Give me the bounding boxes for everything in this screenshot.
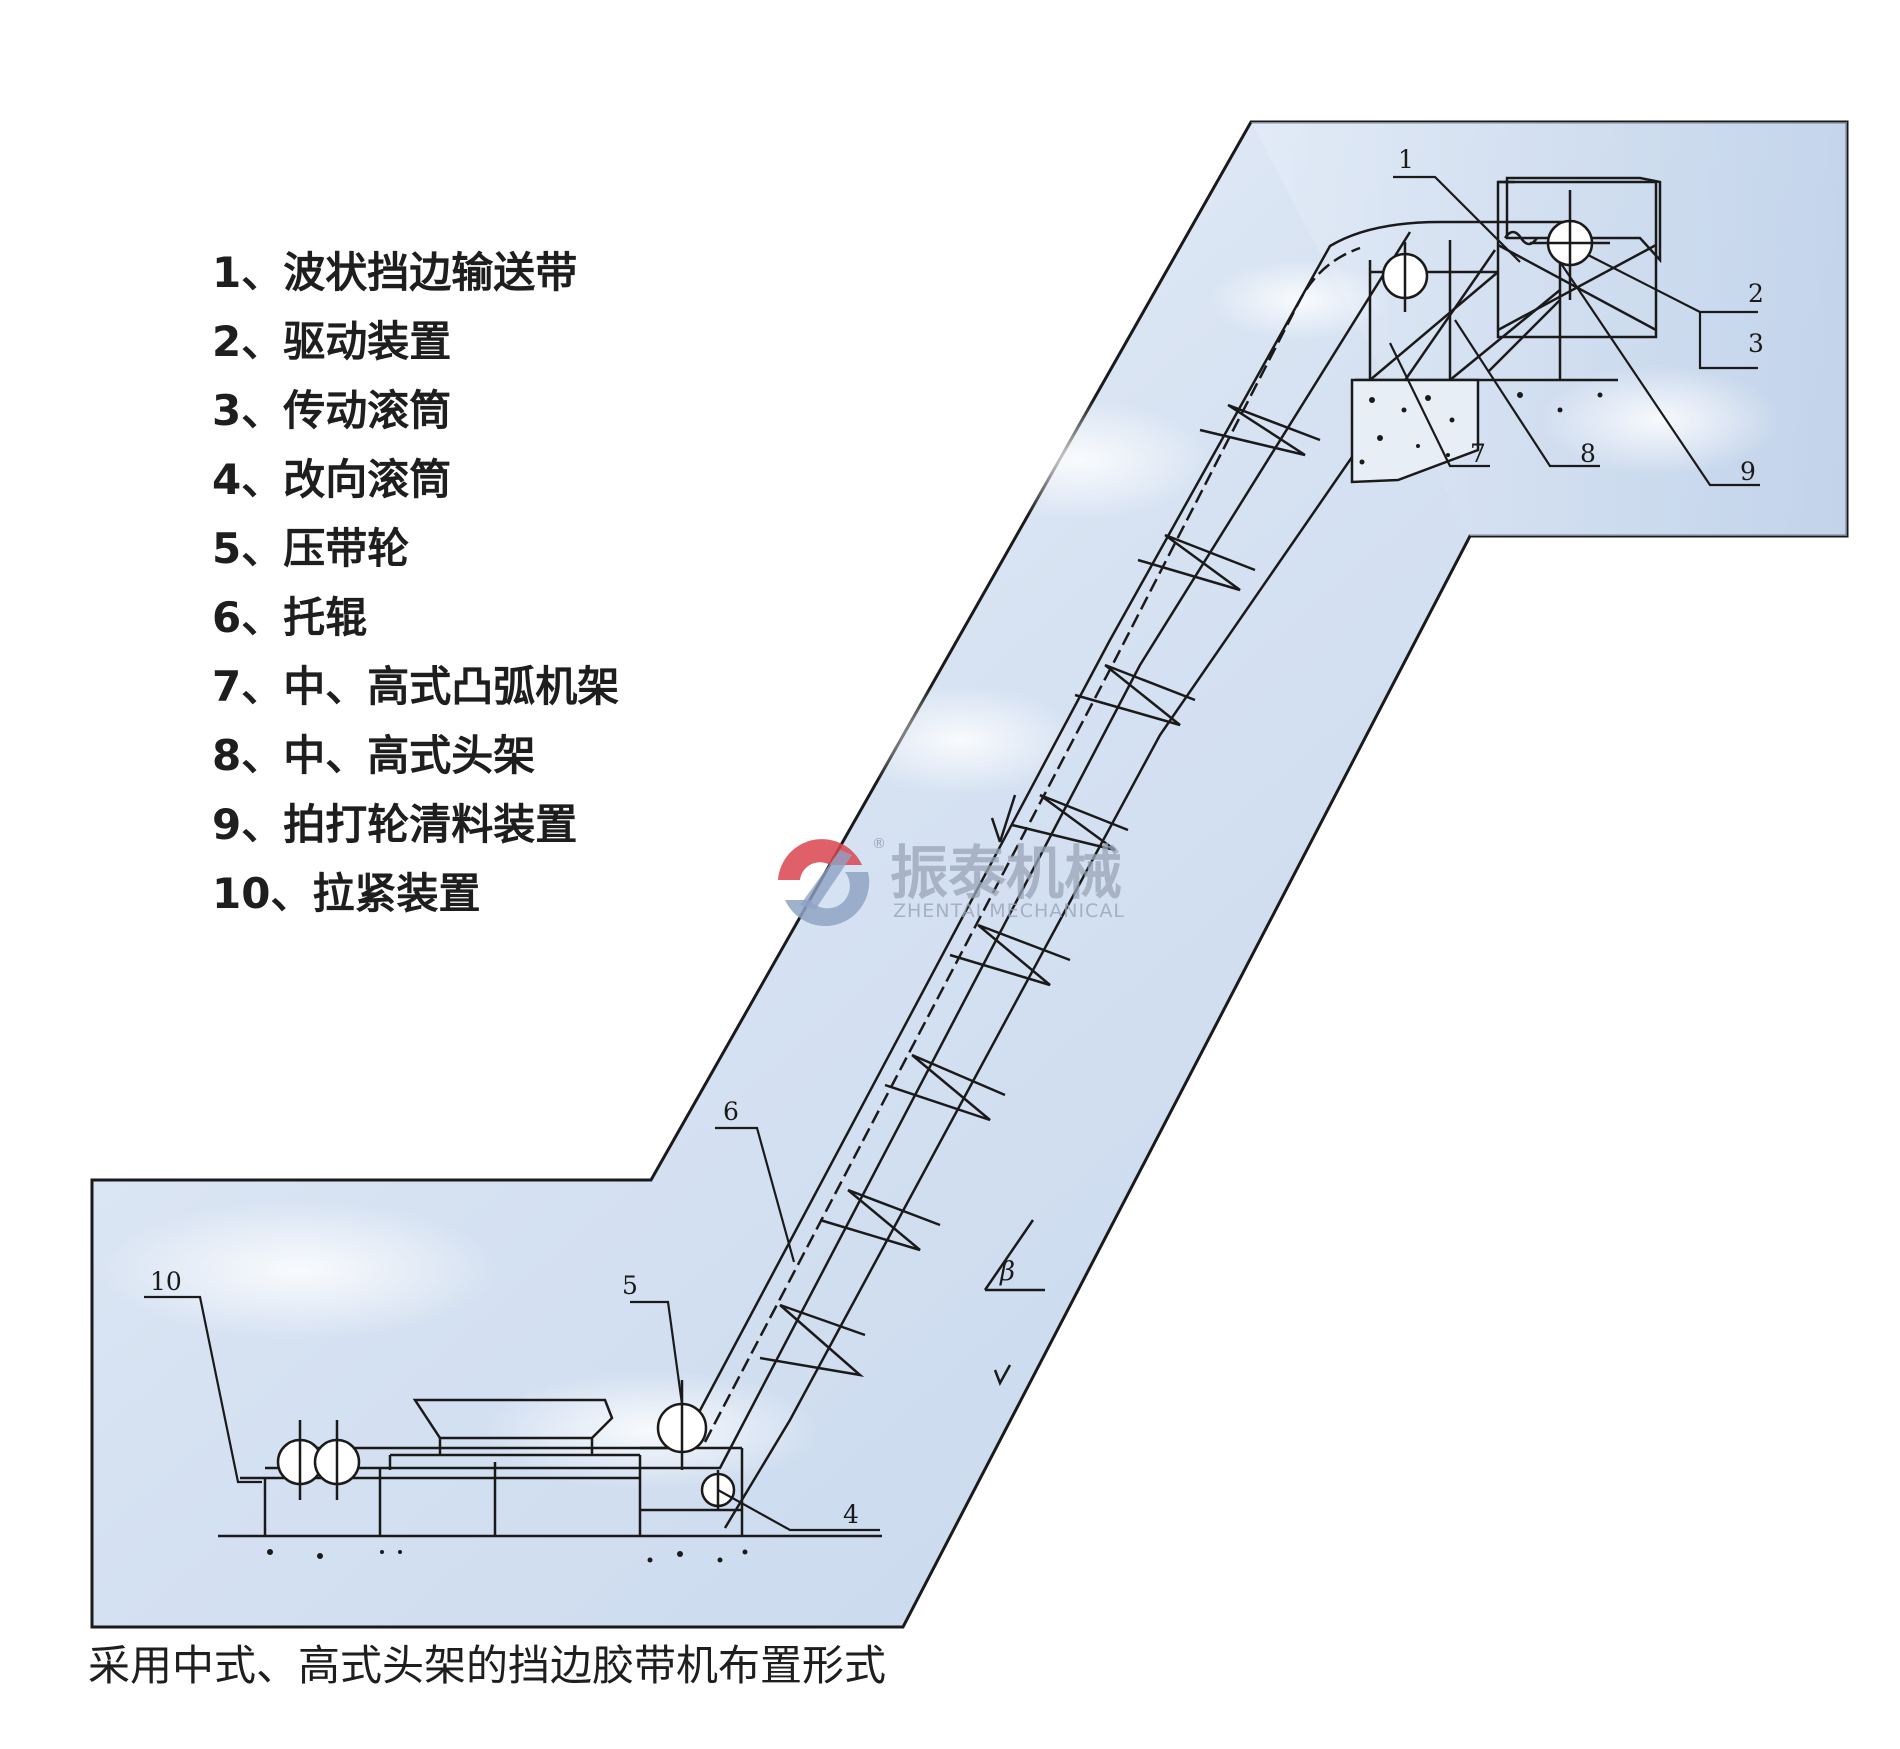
callout-2: 2 xyxy=(1748,279,1764,308)
figure-caption: 采用中式、高式头架的挡边胶带机布置形式 xyxy=(88,1641,887,1690)
brand-name-cn: 振泰机械 xyxy=(890,839,1122,907)
legend-item-7: 7、中、高式凸弧机架 xyxy=(212,662,620,711)
legend-item-6: 6、托辊 xyxy=(212,593,368,642)
callout-8: 8 xyxy=(1580,439,1596,468)
legend-item-4: 4、改向滚筒 xyxy=(212,455,452,504)
callout-leaders xyxy=(144,175,1760,1532)
angle-beta-label: β xyxy=(999,1257,1015,1287)
legend-item-1: 1、波状挡边输送带 xyxy=(212,248,578,297)
callout-10: 10 xyxy=(150,1267,182,1296)
brand-watermark: ® 振泰机械 ZHENTAI MECHANICAL xyxy=(778,836,1125,927)
legend-item-8: 8、中、高式头架 xyxy=(212,731,536,780)
callout-7: 7 xyxy=(1470,439,1486,468)
brand-name-en: ZHENTAI MECHANICAL xyxy=(893,900,1125,922)
callout-3: 3 xyxy=(1748,329,1764,358)
brand-logo-icon xyxy=(778,839,870,927)
legend-item-5: 5、压带轮 xyxy=(212,524,410,573)
callout-5: 5 xyxy=(622,1271,638,1300)
legend-item-3: 3、传动滚筒 xyxy=(212,386,452,435)
conveyor-structure xyxy=(218,176,1662,1538)
legend-item-10: 10、拉紧装置 xyxy=(212,869,481,918)
callout-6: 6 xyxy=(723,1097,739,1126)
ground-speckles xyxy=(267,1549,748,1563)
callout-1: 1 xyxy=(1398,145,1414,174)
legend-item-9: 9、拍打轮清料装置 xyxy=(212,800,578,849)
callout-9: 9 xyxy=(1740,457,1756,486)
callout-4: 4 xyxy=(843,1500,859,1529)
component-legend: 1、波状挡边输送带 2、驱动装置 3、传动滚筒 4、改向滚筒 5、压带轮 6、托… xyxy=(212,238,619,928)
brand-registered-mark: ® xyxy=(872,836,886,852)
legend-item-2: 2、驱动装置 xyxy=(212,317,452,366)
